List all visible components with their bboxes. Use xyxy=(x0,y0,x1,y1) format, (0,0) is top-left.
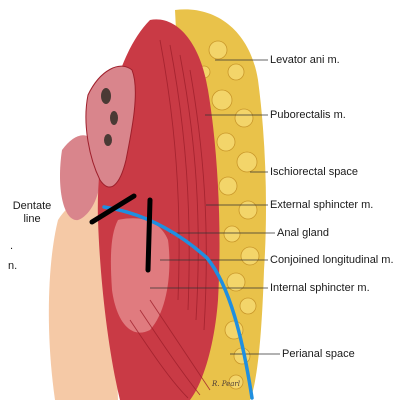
label-leader-lines xyxy=(150,59,280,355)
muscle-striations xyxy=(129,39,211,399)
label-external-sphincter: External sphincter m. xyxy=(270,199,374,211)
edge-dot: . xyxy=(10,240,14,252)
label-ischiorectal-space: Ischiorectal space xyxy=(270,166,359,178)
label-conjoined-longitudinal: Conjoined longitudinal m. xyxy=(270,254,394,266)
anal-verge-fold xyxy=(59,135,101,221)
fistula-track xyxy=(102,205,254,400)
edge-text-fragment: n. xyxy=(8,260,18,272)
mucosal-crypts xyxy=(101,88,118,146)
artist-signature: R. Pearl xyxy=(211,380,240,388)
rectal-mucosa xyxy=(85,65,136,188)
fat-globules xyxy=(197,40,260,390)
label-dentate-line: Dentate line xyxy=(10,200,54,226)
label-internal-sphincter: Internal sphincter m. xyxy=(270,282,370,294)
incision-bar-vertical xyxy=(145,197,153,273)
label-perianal-space: Perianal space xyxy=(282,348,355,360)
label-levator-ani: Levator ani m. xyxy=(270,54,340,66)
label-dentate-line-word2: line xyxy=(23,213,41,225)
label-dentate-line-word1: Dentate xyxy=(12,200,52,212)
label-puborectalis: Puborectalis m. xyxy=(270,109,346,121)
incision-bar-diagonal xyxy=(89,193,137,225)
internal-sphincter-band xyxy=(110,218,170,333)
label-anal-gland: Anal gland xyxy=(277,227,329,239)
